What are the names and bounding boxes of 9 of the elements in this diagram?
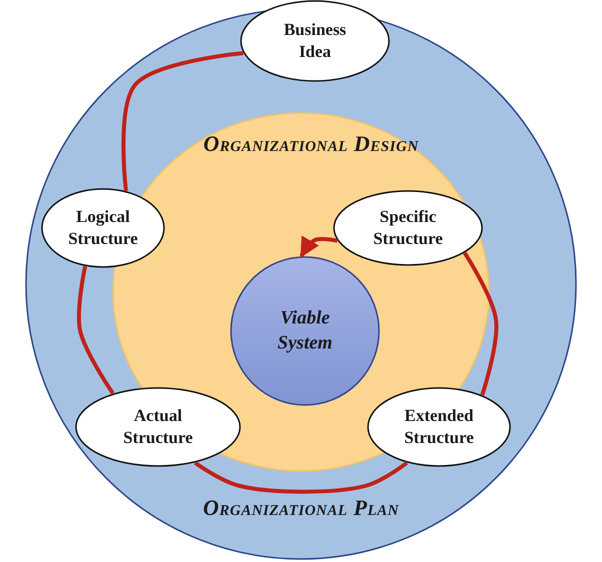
section-heading: Organizational Plan: [202, 494, 400, 522]
section-heading: Organizational Design: [202, 130, 420, 158]
node-label: Extended Structure: [403, 404, 475, 449]
node-label: Actual Structure: [122, 404, 194, 449]
flow-arrow: [300, 236, 338, 258]
node-label: Specific Structure: [372, 206, 444, 250]
node-label: Viable System: [276, 306, 334, 355]
node-label: Business Idea: [282, 18, 348, 63]
node-label: Logical Structure: [67, 206, 139, 250]
